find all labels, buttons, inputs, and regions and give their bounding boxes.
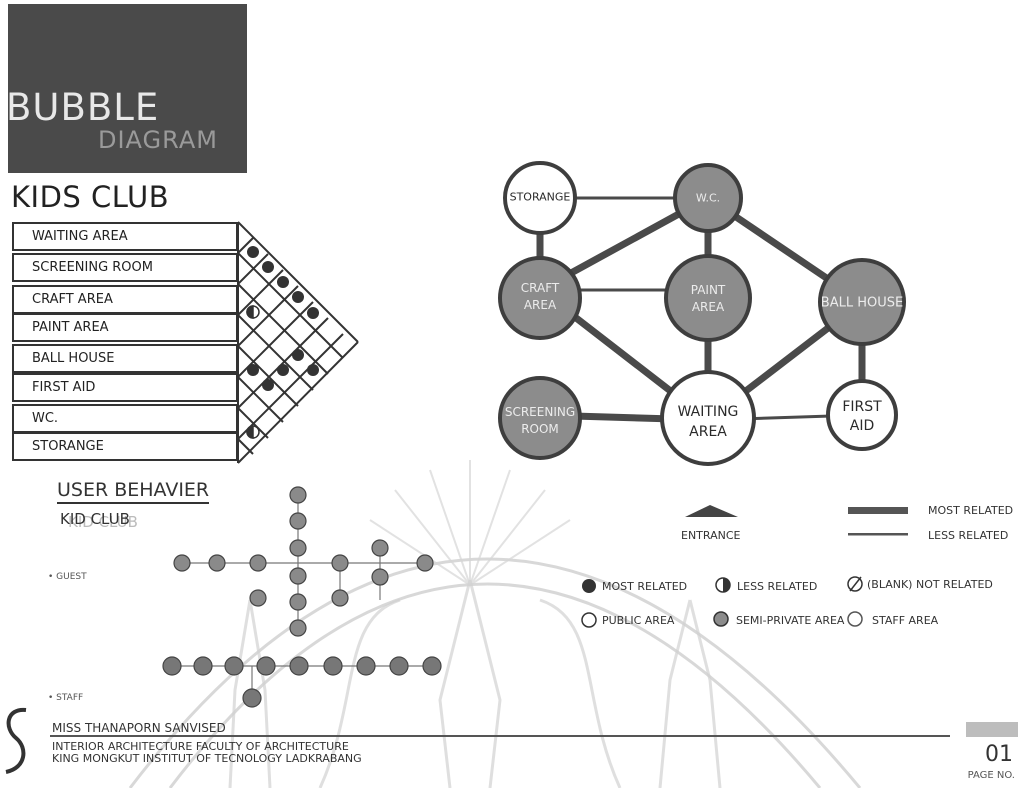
flow-node [290, 540, 306, 556]
flow-node [290, 620, 306, 636]
legend-entrance: ENTRANCE [681, 529, 740, 542]
matrix-dot [292, 349, 304, 361]
staff-label: • STAFF [48, 693, 83, 703]
matrix-dot [307, 364, 319, 376]
matrix-dot [292, 291, 304, 303]
legend-staff-area-label: STAFF AREA [872, 614, 938, 627]
footer-author: MISS THANAPORN SANVISED [52, 721, 226, 735]
flow-node [324, 657, 342, 675]
matrix-dot [247, 364, 259, 376]
flow-node [290, 513, 306, 529]
author-monogram-logo [0, 702, 36, 782]
legend-most-related-line [848, 507, 908, 514]
legend-less-related-line-label: LESS RELATED [928, 529, 1008, 542]
flow-node [290, 568, 306, 584]
flow-node [417, 555, 433, 571]
matrix-row-ball-house: BALL HOUSE [12, 344, 238, 373]
matrix-dot [247, 246, 259, 258]
user-behavior-subtitle: KID CLUB [60, 510, 130, 528]
matrix-dot [262, 261, 274, 273]
flow-node [290, 487, 306, 503]
legend-most-related-line-label: MOST RELATED [928, 504, 1013, 517]
matrix-dot [277, 276, 289, 288]
flow-node [290, 594, 306, 610]
legend-staff-area-dot [848, 612, 862, 626]
flow-node [332, 555, 348, 571]
title-bubble: BUBBLE [6, 86, 159, 129]
matrix-dot [277, 364, 289, 376]
flow-node [225, 657, 243, 675]
flow-node [372, 569, 388, 585]
matrix-dot [307, 307, 319, 319]
page-number: 01 [985, 742, 1013, 767]
user-behavior-flow [160, 480, 450, 720]
flow-node [332, 590, 348, 606]
flow-node [194, 657, 212, 675]
bubble-label-screening: SCREENING ROOM [505, 404, 575, 438]
matrix-row-paint-area: PAINT AREA [12, 313, 238, 342]
legend-not-related-label: (BLANK) NOT RELATED [867, 578, 993, 591]
matrix-row-craft-area: CRAFT AREA [12, 285, 238, 314]
bubble-label-paint: PAINT AREA [691, 282, 726, 316]
legend-most-related-label: MOST RELATED [602, 580, 687, 593]
page-number-box [966, 722, 1018, 737]
legend-most-related-dot [582, 579, 596, 593]
footer-rule [50, 735, 950, 737]
matrix-row-storange: STORANGE [12, 432, 238, 461]
matrix-row-waiting-area: WAITING AREA [12, 222, 238, 251]
bubble-label-waiting: WAITING AREA [678, 402, 739, 442]
bubble-label-wc: W.C. [696, 190, 720, 207]
flow-node [290, 657, 308, 675]
flow-node [250, 555, 266, 571]
bubble-label-craft: CRAFT AREA [521, 280, 559, 314]
flow-node [163, 657, 181, 675]
legend-less-related-line [848, 533, 908, 536]
title-diagram: DIAGRAM [98, 126, 218, 154]
guest-label: • GUEST [48, 572, 87, 582]
legend-semi-private-label: SEMI-PRIVATE AREA [736, 614, 844, 627]
bubble-label-ball-house: BALL HOUSE [821, 295, 903, 312]
legend-public-area-label: PUBLIC AREA [602, 614, 674, 627]
matrix-row-wc: WC. [12, 404, 238, 433]
club-title: KIDS CLUB [11, 180, 169, 214]
flow-node [174, 555, 190, 571]
legend-less-related-label: LESS RELATED [737, 580, 817, 593]
adjacency-matrix-grid [236, 220, 366, 465]
bubble-label-storage: STORANGE [510, 189, 571, 206]
flow-node [243, 689, 261, 707]
entrance-icon [685, 505, 738, 517]
matrix-row-first-aid: FIRST AID [12, 373, 238, 402]
flow-node [357, 657, 375, 675]
flow-node [372, 540, 388, 556]
flow-node [423, 657, 441, 675]
flow-node [209, 555, 225, 571]
flow-node [250, 590, 266, 606]
page-number-label: PAGE NO. [968, 770, 1015, 781]
flow-node [390, 657, 408, 675]
footer-university: KING MONGKUT INSTITUT OF TECNOLOGY LADKR… [52, 752, 362, 765]
legend-public-area-dot [582, 613, 596, 627]
matrix-row-screening-room: SCREENING ROOM [12, 253, 238, 282]
bubble-label-first-aid: FIRST AID [842, 398, 881, 436]
flow-node [257, 657, 275, 675]
matrix-dot [262, 379, 274, 391]
legend-semi-private-dot [714, 612, 728, 626]
